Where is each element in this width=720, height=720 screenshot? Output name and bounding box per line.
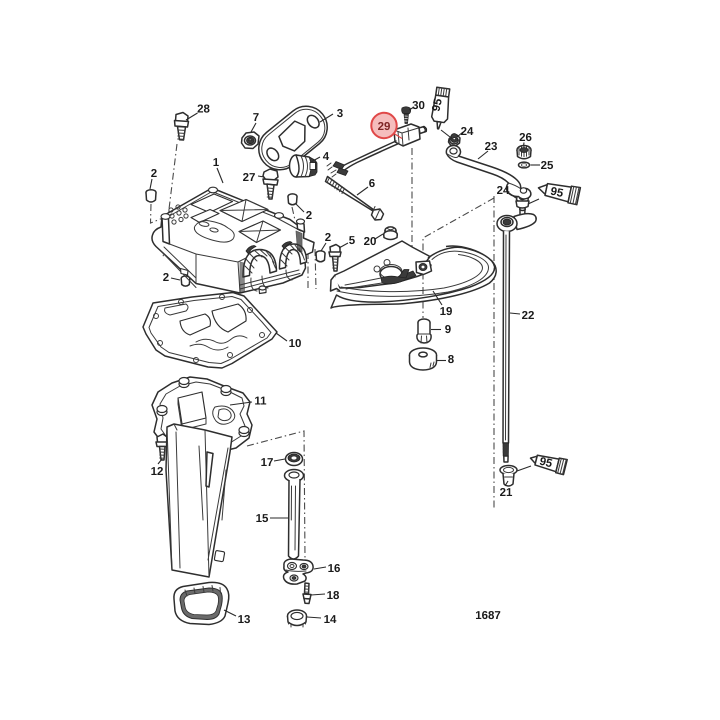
svg-text:2: 2 [151,168,157,180]
svg-text:29: 29 [378,121,391,133]
svg-text:3: 3 [337,108,343,120]
svg-text:95: 95 [430,97,445,113]
svg-text:15: 15 [256,513,269,525]
svg-text:20: 20 [364,236,377,248]
svg-text:6: 6 [369,178,375,190]
svg-text:19: 19 [440,306,453,318]
svg-text:30: 30 [412,100,425,112]
svg-text:24: 24 [461,126,474,138]
svg-text:22: 22 [522,310,535,322]
svg-text:9: 9 [445,324,451,336]
svg-text:21: 21 [500,487,513,499]
svg-text:2: 2 [325,232,331,244]
svg-text:5: 5 [349,235,356,247]
svg-text:16: 16 [328,563,341,575]
svg-text:23: 23 [485,141,498,153]
svg-text:28: 28 [197,104,210,116]
svg-text:1687: 1687 [475,610,501,622]
svg-text:25: 25 [541,160,554,172]
svg-text:1: 1 [213,157,220,169]
svg-text:95: 95 [549,186,565,201]
svg-text:8: 8 [448,354,455,366]
svg-text:17: 17 [261,457,274,469]
svg-text:2: 2 [163,272,169,284]
svg-text:7: 7 [253,112,259,124]
svg-text:13: 13 [238,614,251,626]
svg-text:26: 26 [519,132,532,144]
svg-text:11: 11 [254,396,267,408]
svg-text:2: 2 [306,210,312,222]
svg-text:27: 27 [243,172,256,184]
svg-text:14: 14 [324,614,337,626]
svg-text:12: 12 [151,466,164,478]
svg-text:95: 95 [538,456,554,471]
svg-text:24: 24 [497,185,510,197]
svg-text:4: 4 [323,151,330,163]
svg-text:18: 18 [327,590,340,602]
svg-text:10: 10 [289,338,302,350]
